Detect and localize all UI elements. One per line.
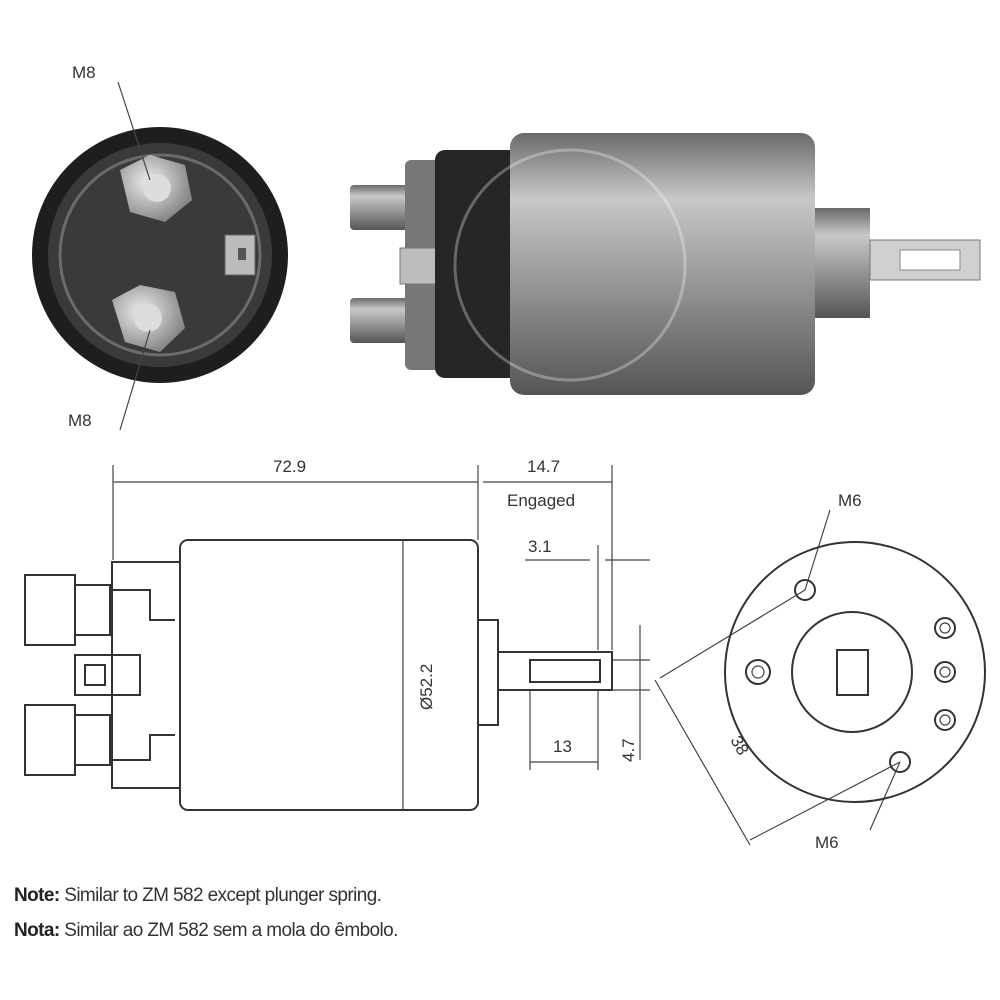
dim-shaft-length: 13 — [553, 737, 572, 756]
m8-label-top: M8 — [72, 63, 96, 82]
m6-label-bottom: M6 — [815, 833, 839, 852]
watermark-logo — [58, 153, 262, 357]
side-view-photo — [350, 133, 981, 395]
terminal-nut-top — [120, 155, 192, 222]
end-drawing — [724, 541, 986, 803]
mount-hole-bottom — [889, 751, 911, 773]
note-english: Note: Similar to ZM 582 except plunger s… — [14, 885, 382, 906]
dim-stroke: 14.7 — [527, 457, 560, 476]
mount-hole-top — [794, 579, 816, 601]
terminal-nut-bottom — [112, 285, 185, 352]
dimension-lines — [112, 465, 901, 846]
dim-diameter: Ø52.2 — [417, 664, 436, 710]
end-view-photo — [32, 127, 288, 383]
dim-stroke-note: Engaged — [507, 491, 575, 510]
m8-label-bottom: M8 — [68, 411, 92, 430]
m6-label-top: M6 — [838, 491, 862, 510]
side-drawing — [24, 539, 613, 811]
dim-offset: 3.1 — [528, 537, 552, 556]
dim-shaft-width: 4.7 — [619, 738, 638, 762]
watermark-logo — [453, 148, 687, 382]
note-portuguese: Nota: Similar ao ZM 582 sem a mola do êm… — [14, 920, 398, 941]
dim-length: 72.9 — [273, 457, 306, 476]
